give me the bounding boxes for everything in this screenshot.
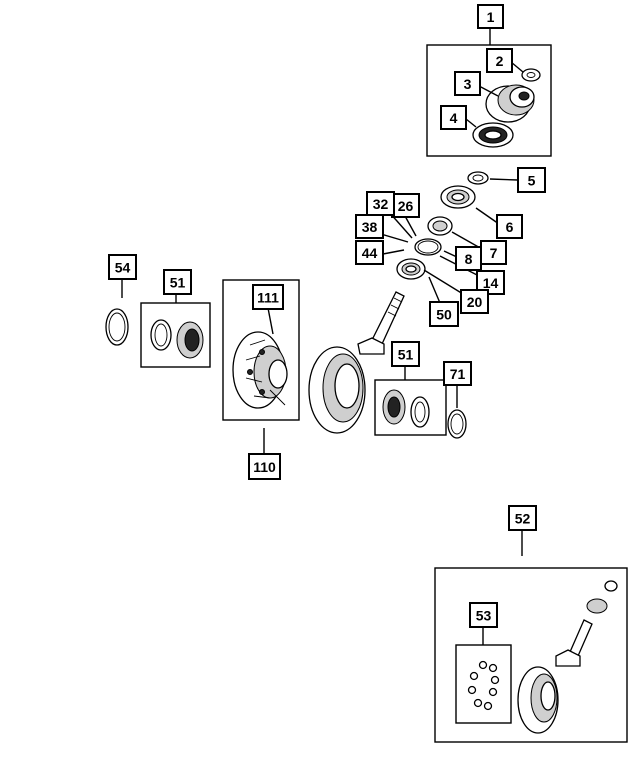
callout-71: 71 bbox=[443, 361, 472, 386]
leader-111 bbox=[267, 307, 274, 335]
callout-14: 14 bbox=[476, 270, 505, 295]
callout-8: 8 bbox=[455, 246, 482, 271]
callout-38-label: 38 bbox=[362, 219, 378, 235]
yoke-part-3 bbox=[485, 84, 535, 123]
callout-110: 110 bbox=[248, 453, 281, 480]
callout-54: 54 bbox=[108, 254, 137, 280]
callout-32: 32 bbox=[366, 191, 395, 216]
callout-54-label: 54 bbox=[115, 260, 131, 276]
nut-part-2 bbox=[521, 68, 541, 82]
bolts-part-53 bbox=[467, 660, 500, 711]
washer-part-5 bbox=[467, 171, 489, 185]
callout-50: 50 bbox=[429, 301, 459, 327]
callout-26-label: 26 bbox=[398, 198, 414, 214]
leader-3 bbox=[478, 85, 499, 97]
callout-20-label: 20 bbox=[467, 294, 483, 310]
group-box-111 bbox=[222, 279, 300, 421]
callout-51-left: 51 bbox=[163, 269, 192, 295]
callout-2: 2 bbox=[486, 48, 513, 73]
callout-53: 53 bbox=[469, 602, 498, 628]
callout-53-label: 53 bbox=[476, 608, 492, 624]
ring-part-71 bbox=[447, 409, 467, 439]
callout-4-label: 4 bbox=[450, 110, 458, 126]
callout-50-label: 50 bbox=[436, 307, 452, 323]
callout-71-label: 71 bbox=[450, 366, 466, 382]
callout-4: 4 bbox=[440, 105, 467, 130]
callout-44: 44 bbox=[355, 240, 384, 265]
callout-38: 38 bbox=[355, 214, 384, 239]
callout-51-right: 51 bbox=[391, 341, 420, 367]
bearing-cup-part-7 bbox=[427, 216, 453, 236]
callout-5-label: 5 bbox=[528, 173, 536, 189]
leader-4 bbox=[465, 118, 477, 128]
callout-52: 52 bbox=[508, 505, 537, 531]
callout-7: 7 bbox=[480, 240, 507, 265]
pinion-shaft bbox=[357, 291, 405, 355]
callout-26: 26 bbox=[391, 193, 420, 218]
callout-3-label: 3 bbox=[464, 76, 472, 92]
group-box-53 bbox=[455, 644, 512, 724]
bearing-part-50 bbox=[396, 258, 426, 280]
callout-6: 6 bbox=[496, 214, 523, 239]
callout-2-label: 2 bbox=[496, 53, 504, 69]
leader-44 bbox=[382, 249, 405, 255]
ring-part-54 bbox=[105, 308, 129, 346]
bearing-part-51-left bbox=[150, 319, 204, 359]
callout-7-label: 7 bbox=[490, 245, 498, 261]
callout-6-label: 6 bbox=[506, 219, 514, 235]
leader-20 bbox=[423, 269, 464, 295]
leader-38 bbox=[380, 233, 409, 243]
bearing-part-51-right bbox=[382, 389, 430, 428]
callout-32-label: 32 bbox=[373, 196, 389, 212]
callout-51-left-label: 51 bbox=[170, 275, 186, 291]
callout-111: 111 bbox=[252, 284, 284, 310]
callout-52-label: 52 bbox=[515, 511, 531, 527]
callout-5: 5 bbox=[517, 167, 546, 193]
callout-8-label: 8 bbox=[465, 251, 473, 267]
leader-6 bbox=[475, 207, 500, 225]
callout-14-label: 14 bbox=[483, 275, 499, 291]
group-box-1 bbox=[426, 44, 552, 157]
leader-5 bbox=[489, 178, 519, 181]
callout-44-label: 44 bbox=[362, 245, 378, 261]
callout-110-label: 110 bbox=[253, 459, 276, 475]
callout-20: 20 bbox=[460, 289, 489, 314]
callout-51-right-label: 51 bbox=[398, 347, 414, 363]
callout-111-label: 111 bbox=[257, 290, 279, 306]
leader-50 bbox=[428, 276, 441, 304]
callout-3: 3 bbox=[454, 71, 481, 96]
group-box-51-right bbox=[374, 379, 447, 436]
seal-part-4 bbox=[472, 122, 514, 148]
shim-ring-part-26 bbox=[414, 238, 442, 256]
bearing-part-6 bbox=[440, 185, 476, 209]
group-box-52 bbox=[434, 567, 628, 743]
callout-1: 1 bbox=[477, 4, 504, 29]
callout-1-label: 1 bbox=[487, 9, 495, 25]
ring-pinion-set-part-52 bbox=[517, 580, 618, 734]
leader-26 bbox=[404, 215, 417, 237]
ring-gear bbox=[308, 346, 366, 434]
differential-case-part-111 bbox=[232, 331, 288, 409]
